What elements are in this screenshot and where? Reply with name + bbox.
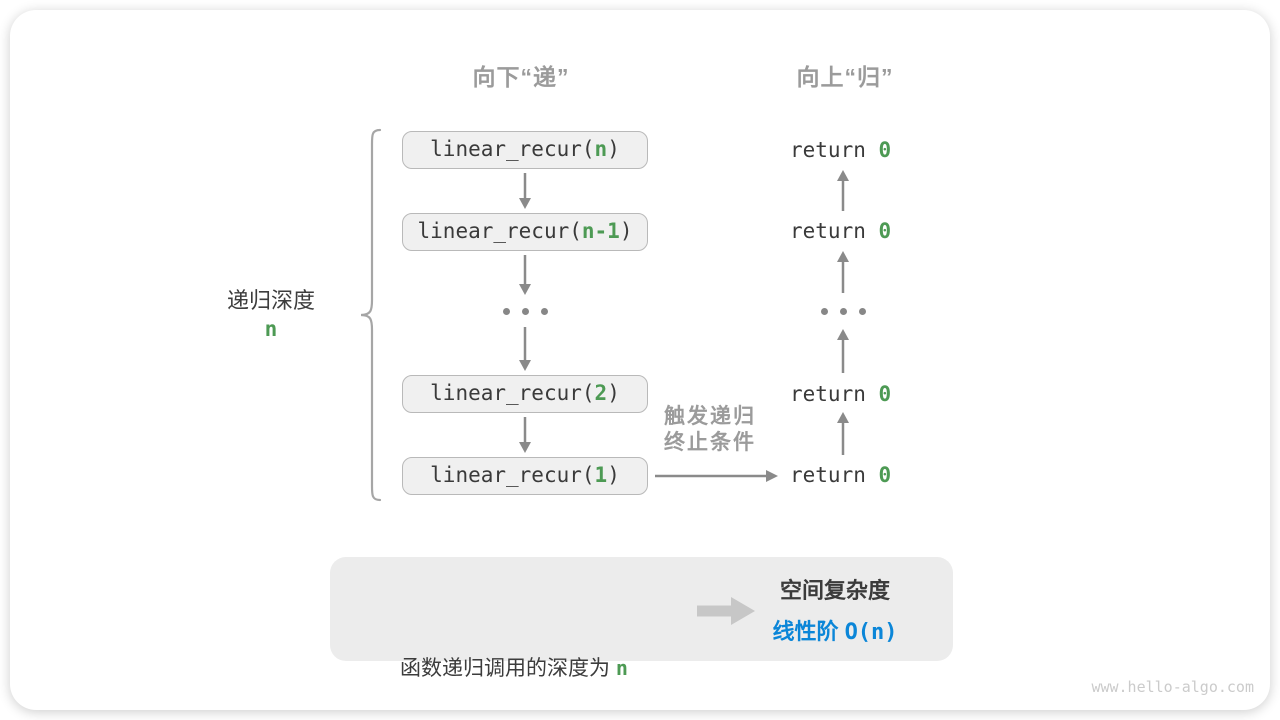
arrow-down-icon (519, 327, 531, 371)
arrow-down-icon (519, 173, 531, 209)
return-statement: return 0 (790, 382, 892, 406)
block-arrow-right-icon (697, 597, 755, 625)
space-complexity-value: 线性阶 O(n) (772, 619, 898, 645)
arrow-down-icon (519, 255, 531, 295)
return-statement: return 0 (790, 138, 892, 162)
summary-result: 空间复杂度 线性阶 O(n) (745, 570, 925, 653)
arrow-right-icon (655, 470, 778, 482)
arrow-up-icon (837, 412, 849, 455)
summary-panel: 函数递归调用的深度为 n 共使用 O(n) 的栈帧空间 空间复杂度 线性阶 O(… (330, 557, 953, 680)
arrow-up-icon (837, 251, 849, 293)
ellipsis (503, 308, 548, 315)
depth-value: n (264, 317, 278, 341)
arrow-up-icon (837, 170, 849, 211)
header-descend: 向下“递” (472, 64, 570, 90)
return-statement: return 0 (790, 463, 892, 487)
summary-depth-text: 函数递归调用的深度为 n 共使用 O(n) 的栈帧空间 (400, 656, 628, 680)
arrow-up-icon (837, 329, 849, 373)
call-box-n: linear_recur(n) (402, 131, 648, 169)
return-statement: return 0 (790, 219, 892, 243)
ellipsis (821, 308, 866, 315)
call-box-2: linear_recur(2) (402, 375, 648, 413)
arrow-down-icon (519, 417, 531, 453)
space-complexity-title: 空间复杂度 (779, 578, 890, 603)
watermark: www.hello-algo.com (1091, 678, 1254, 696)
base-case-label: 触发递归 终止条件 (664, 405, 756, 454)
header-ascend: 向上“归” (796, 64, 894, 90)
depth-label: 递归深度 (226, 288, 315, 313)
call-box-1: linear_recur(1) (402, 457, 648, 495)
call-box-n-1: linear_recur(n-1) (402, 213, 648, 251)
brace-icon (360, 128, 382, 502)
